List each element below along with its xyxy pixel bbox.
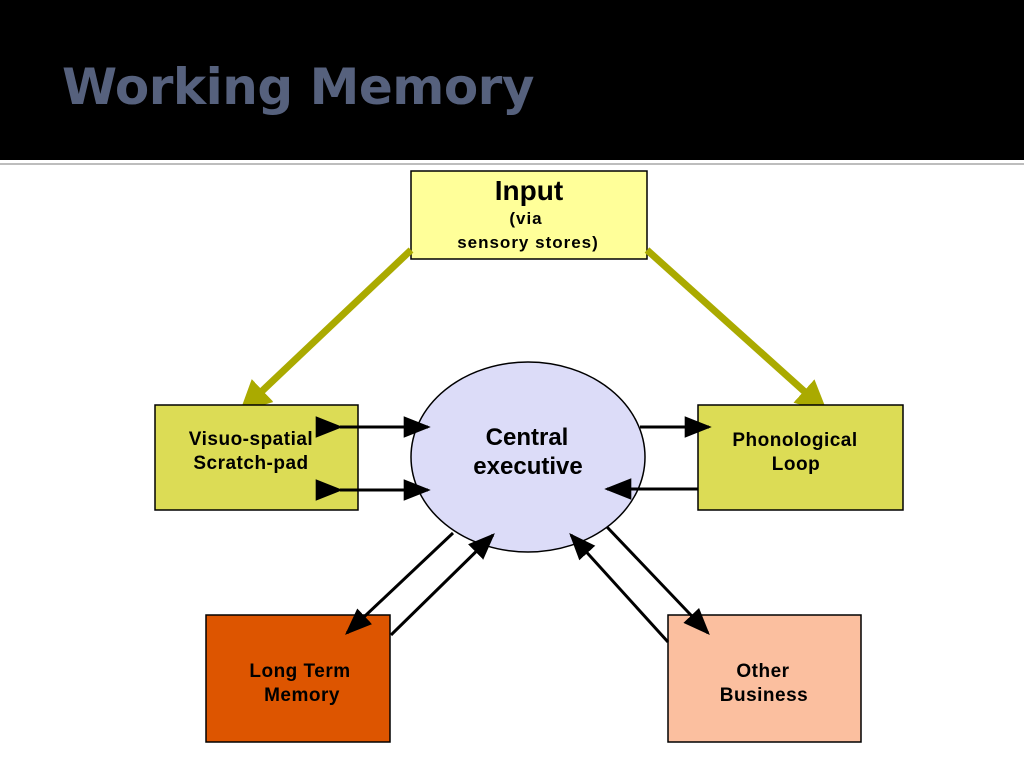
central-executive-label-1: Central bbox=[486, 424, 569, 451]
visuospatial-label-2: Scratch-pad bbox=[193, 453, 308, 474]
other-business-node: Other Business bbox=[667, 614, 862, 743]
phonological-label-2: Loop bbox=[772, 454, 820, 475]
input-node: Input (via sensory stores) bbox=[410, 170, 648, 260]
input-sublabel-1: (via bbox=[509, 209, 542, 228]
long-term-memory-node: Long Term Memory bbox=[205, 614, 391, 743]
title-divider bbox=[0, 160, 1024, 165]
phonological-box bbox=[697, 404, 904, 511]
input-box bbox=[410, 170, 648, 260]
arrow-central-to-long-term-memory bbox=[345, 531, 455, 635]
long-term-memory-label-2: Memory bbox=[264, 685, 340, 706]
other-business-box bbox=[667, 614, 862, 743]
central-executive-ellipse bbox=[410, 361, 646, 553]
long-term-memory-box bbox=[205, 614, 391, 743]
arrow-input-to-phonological bbox=[644, 247, 828, 413]
other-business-label-2: Business bbox=[720, 685, 808, 706]
input-label: Input bbox=[495, 175, 563, 206]
visuospatial-node: Visuo-spatial Scratch-pad bbox=[154, 404, 359, 511]
arrow-other-business-to-central bbox=[569, 532, 670, 644]
phonological-node: Phonological Loop bbox=[697, 404, 904, 511]
title-bar: Working Memory bbox=[0, 0, 1024, 160]
central-executive-label-2: executive bbox=[473, 453, 582, 480]
slide-title: Working Memory bbox=[62, 58, 534, 116]
arrow-central-to-other-business bbox=[605, 525, 710, 635]
long-term-memory-label-1: Long Term bbox=[249, 661, 350, 682]
central-executive-node: Central executive bbox=[410, 361, 646, 553]
phonological-label-1: Phonological bbox=[732, 430, 857, 451]
arrow-long-term-memory-to-central bbox=[389, 533, 495, 637]
visuospatial-label-1: Visuo-spatial bbox=[189, 429, 313, 450]
input-sublabel-2: sensory stores) bbox=[457, 233, 599, 252]
other-business-label-1: Other bbox=[736, 661, 789, 682]
arrow-input-to-visuospatial bbox=[239, 247, 414, 413]
